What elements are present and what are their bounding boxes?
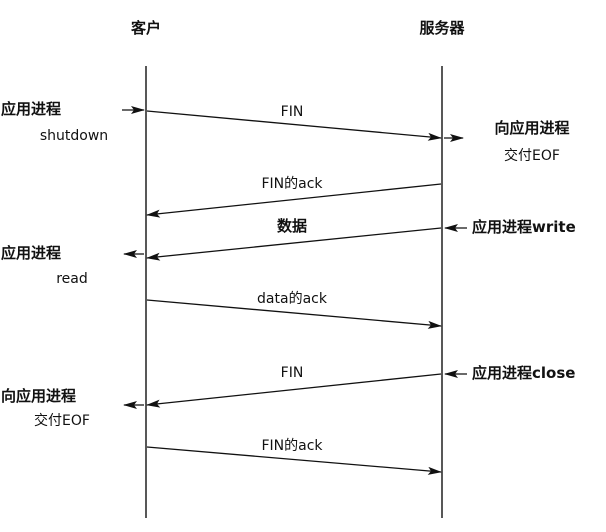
message-arrow-fin-server	[146, 373, 442, 408]
message-label-fin-server: FIN	[281, 365, 304, 381]
client-note-eof-line1: 向应用进程	[1, 387, 76, 405]
server-note-close-label: 应用进程close	[472, 364, 575, 382]
client-note-eof-line2: 交付EOF	[34, 412, 90, 429]
message-arrow-data-ack	[146, 299, 442, 329]
message-label-data: 数据	[277, 217, 307, 235]
server-note-write-label: 应用进程write	[472, 218, 576, 236]
message-label-fin-ack-server: FIN的ack	[261, 176, 323, 192]
server-header: 服务器	[419, 19, 465, 37]
server-note-eof-line2: 交付EOF	[504, 147, 560, 164]
client-note-read-line1: 应用进程	[1, 244, 61, 262]
message-arrow-fin-client	[146, 110, 442, 141]
message-label-fin-client: FIN	[281, 104, 304, 120]
server-note-eof-line1: 向应用进程	[494, 119, 569, 137]
client-header: 客户	[130, 19, 161, 37]
client-note-shutdown-line1: 应用进程	[1, 100, 61, 118]
message-label-fin-ack-client: FIN的ack	[261, 438, 323, 454]
message-label-data-ack: data的ack	[257, 291, 328, 307]
message-arrow-fin-ack-client	[146, 446, 442, 475]
client-note-read-line2: read	[56, 271, 88, 287]
message-arrow-fin-ack-server	[146, 183, 442, 218]
client-note-shutdown-line2: shutdown	[40, 128, 108, 144]
message-arrow-data	[146, 227, 442, 261]
